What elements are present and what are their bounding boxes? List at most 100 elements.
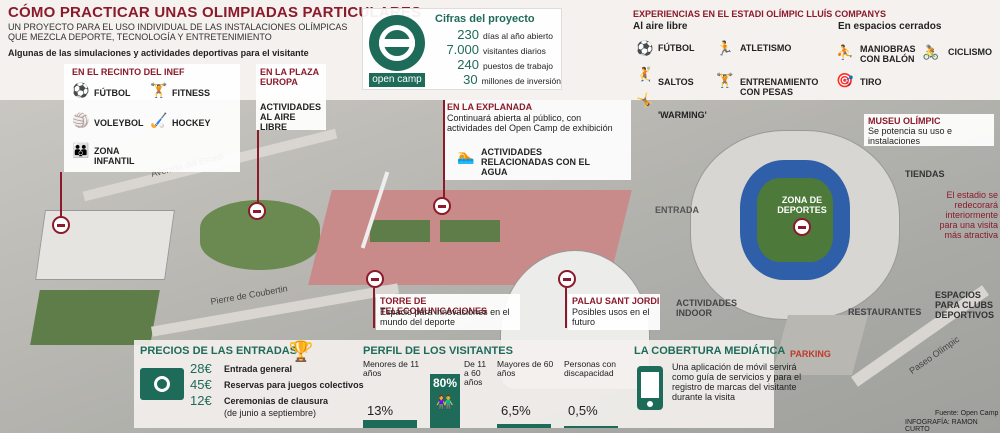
precio-row: 45€Reservas para juegos colectivos: [190, 378, 365, 392]
perfil-value: 0,5%: [568, 403, 598, 418]
experiencias-title: EXPERIENCIAS EN EL ESTADI OLÍMPIC LLUÍS …: [633, 9, 887, 19]
explanada-green-2: [440, 220, 500, 242]
cifra-label: puestos de trabajo: [483, 61, 553, 71]
open-camp-logo-icon: [369, 15, 425, 71]
perfil-value: 6,5%: [501, 403, 531, 418]
exp-saltos: SALTOS: [658, 77, 694, 87]
cifra-value: 7.000: [446, 42, 479, 57]
cifra-value: 240: [457, 57, 479, 72]
explanada-water: ACTIVIDADES RELACIONADAS CON EL AGUA: [481, 147, 590, 177]
zona-deportes-label: ZONA DE DEPORTES: [777, 195, 827, 215]
intro-text: Algunas de las simulaciones y actividade…: [8, 48, 309, 58]
swimming-icon: 🏊: [457, 148, 475, 164]
inef-field: [30, 290, 160, 345]
podium-icon: 🏆: [288, 341, 314, 363]
perfil-value: 80%: [432, 376, 458, 390]
precio-label: Reservas para juegos colectivos: [224, 380, 364, 390]
palau-card: PALAU SANT JORDI Posibles usos en el fut…: [568, 294, 660, 330]
inef-fitness: FITNESS: [172, 88, 211, 98]
perfil-chart: Menores de 11 años 13% 80%👫De 11 a 60 años…: [363, 360, 631, 428]
palau-leader-line: [565, 288, 567, 328]
football-icon: ⚽: [72, 82, 90, 98]
precio-label: Ceremonias de clausura: [224, 396, 329, 406]
shooting-icon: 🎯: [836, 72, 854, 88]
precio-desc: Ceremonias de clausura(de junio a septie…: [224, 394, 328, 418]
mobile-phone-icon: [637, 366, 663, 410]
cifra-row: 240 puestos de trabajo: [433, 57, 561, 72]
source-credit: Fuente: Open Camp: [935, 410, 999, 417]
precio-desc: Reservas para juegos colectivos: [224, 378, 364, 392]
ticket-icon: [140, 368, 184, 400]
logo-word-1: open: [372, 74, 395, 85]
perfil-bar: [363, 420, 417, 428]
explanada-text: Continuará abierta al público, con activ…: [447, 113, 613, 133]
palau-title: PALAU SANT JORDI: [572, 296, 660, 306]
parking-label: PARKING: [790, 349, 831, 359]
perfil-value: 13%: [367, 403, 394, 418]
estadio-note: El estadio se redecorará interiormente p…: [939, 190, 998, 240]
plaza-europa-card: EN LA PLAZA EUROPA ACTIVIDADES AL AIRE L…: [256, 64, 326, 132]
plaza-europa-pin: [248, 202, 266, 220]
exp-ciclismo: CICLISMO: [948, 47, 992, 57]
exp-futbol: FÚTBOL: [658, 43, 695, 53]
explanada-green-1: [370, 220, 430, 242]
phone-button: [647, 401, 653, 407]
precio-label: Entrada general: [224, 364, 293, 374]
inef-hockey: HOCKEY: [172, 118, 211, 128]
inef-title: EN EL RECINTO DEL INEF: [72, 67, 185, 77]
inef-pin: [52, 216, 70, 234]
hurdles-icon: 🏃: [716, 40, 734, 56]
precio-row: 12€ Ceremonias de clausura(de junio a sep…: [190, 393, 365, 419]
ball-handling-icon: ⛹: [836, 44, 854, 60]
subtitle-line-2: QUE MEZCLA DEPORTE, TECNOLOGÍA Y ENTRETE…: [8, 32, 272, 42]
weights-icon: 🏋: [716, 72, 734, 88]
perfil-label: De 11 a 60 años: [464, 359, 487, 387]
author-credit: INFOGRAFÍA: RAMON CURTO: [905, 419, 978, 433]
torre-text: Espacio para innovaciones en el mundo de…: [380, 307, 510, 327]
espacios-clubs-label: ESPACIOS PARA CLUBS DEPORTIVOS: [935, 290, 995, 320]
plaza-europa-title: EN LA PLAZA EUROPA: [260, 67, 319, 87]
ticket-ring: [154, 376, 170, 392]
restaurantes-label: RESTAURANTES: [848, 307, 922, 317]
palau-pin: [558, 270, 576, 288]
plaza-europa-text: ACTIVIDADES AL AIRE LIBRE: [260, 102, 322, 132]
precios-title: PRECIOS DE LAS ENTRADAS: [140, 345, 298, 357]
logo-word-2: camp: [397, 74, 422, 85]
cerrados-title: En espacios cerrados: [838, 21, 942, 32]
logo-ring: [379, 25, 415, 61]
logo-wordmark: open camp: [369, 73, 425, 87]
perfil-bar: [564, 426, 618, 428]
zona-deportes-pin: [793, 218, 811, 236]
torre-leader-line: [373, 288, 375, 328]
torre-card: TORRE DE TELECOMUNICACIONES Espacio para…: [376, 294, 520, 330]
tiendas-label: TIENDAS: [905, 169, 945, 179]
cobertura-title: LA COBERTURA MEDIÁTICA: [634, 345, 786, 357]
aire-libre-title: Al aire libre: [633, 21, 688, 32]
kids-zone-icon: 👪: [72, 142, 90, 158]
exp-warming: 'WARMING': [658, 110, 707, 120]
inef-voleybol: VOLEYBOL: [94, 118, 144, 128]
exp-maniobras: MANIOBRAS CON BALÓN: [860, 44, 916, 64]
precio-value: 12€: [190, 393, 212, 408]
exp-pesas: ENTRENAMIENTO CON PESAS: [740, 77, 819, 97]
cifra-value: 30: [463, 72, 478, 87]
perfil-bar: 80%👫: [430, 374, 460, 428]
perfil-label: Mayores de 60 años: [497, 359, 554, 378]
volleyball-icon: 🏐: [72, 112, 90, 128]
precio-value: 28€: [190, 361, 212, 376]
perfil-column: 80%👫De 11 a 60 años: [430, 360, 492, 428]
museu-text: Se potencia su uso e instalaciones: [868, 126, 953, 146]
perfil-label: Menores de 11 años: [363, 359, 420, 378]
actividades-indoor-label: ACTIVIDADES INDOOR: [676, 298, 738, 318]
fitness-icon: 🏋: [150, 82, 168, 98]
cifra-value: 230: [457, 27, 479, 42]
page-subtitle: UN PROYECTO PARA EL USO INDIVIDUAL DE LA…: [8, 22, 348, 42]
museu-title: MUSEU OLÍMPIC: [868, 116, 941, 126]
explanada-card: EN LA EXPLANADA Continuará abierta al pú…: [443, 100, 631, 180]
jump-icon: 🤾: [636, 66, 654, 82]
